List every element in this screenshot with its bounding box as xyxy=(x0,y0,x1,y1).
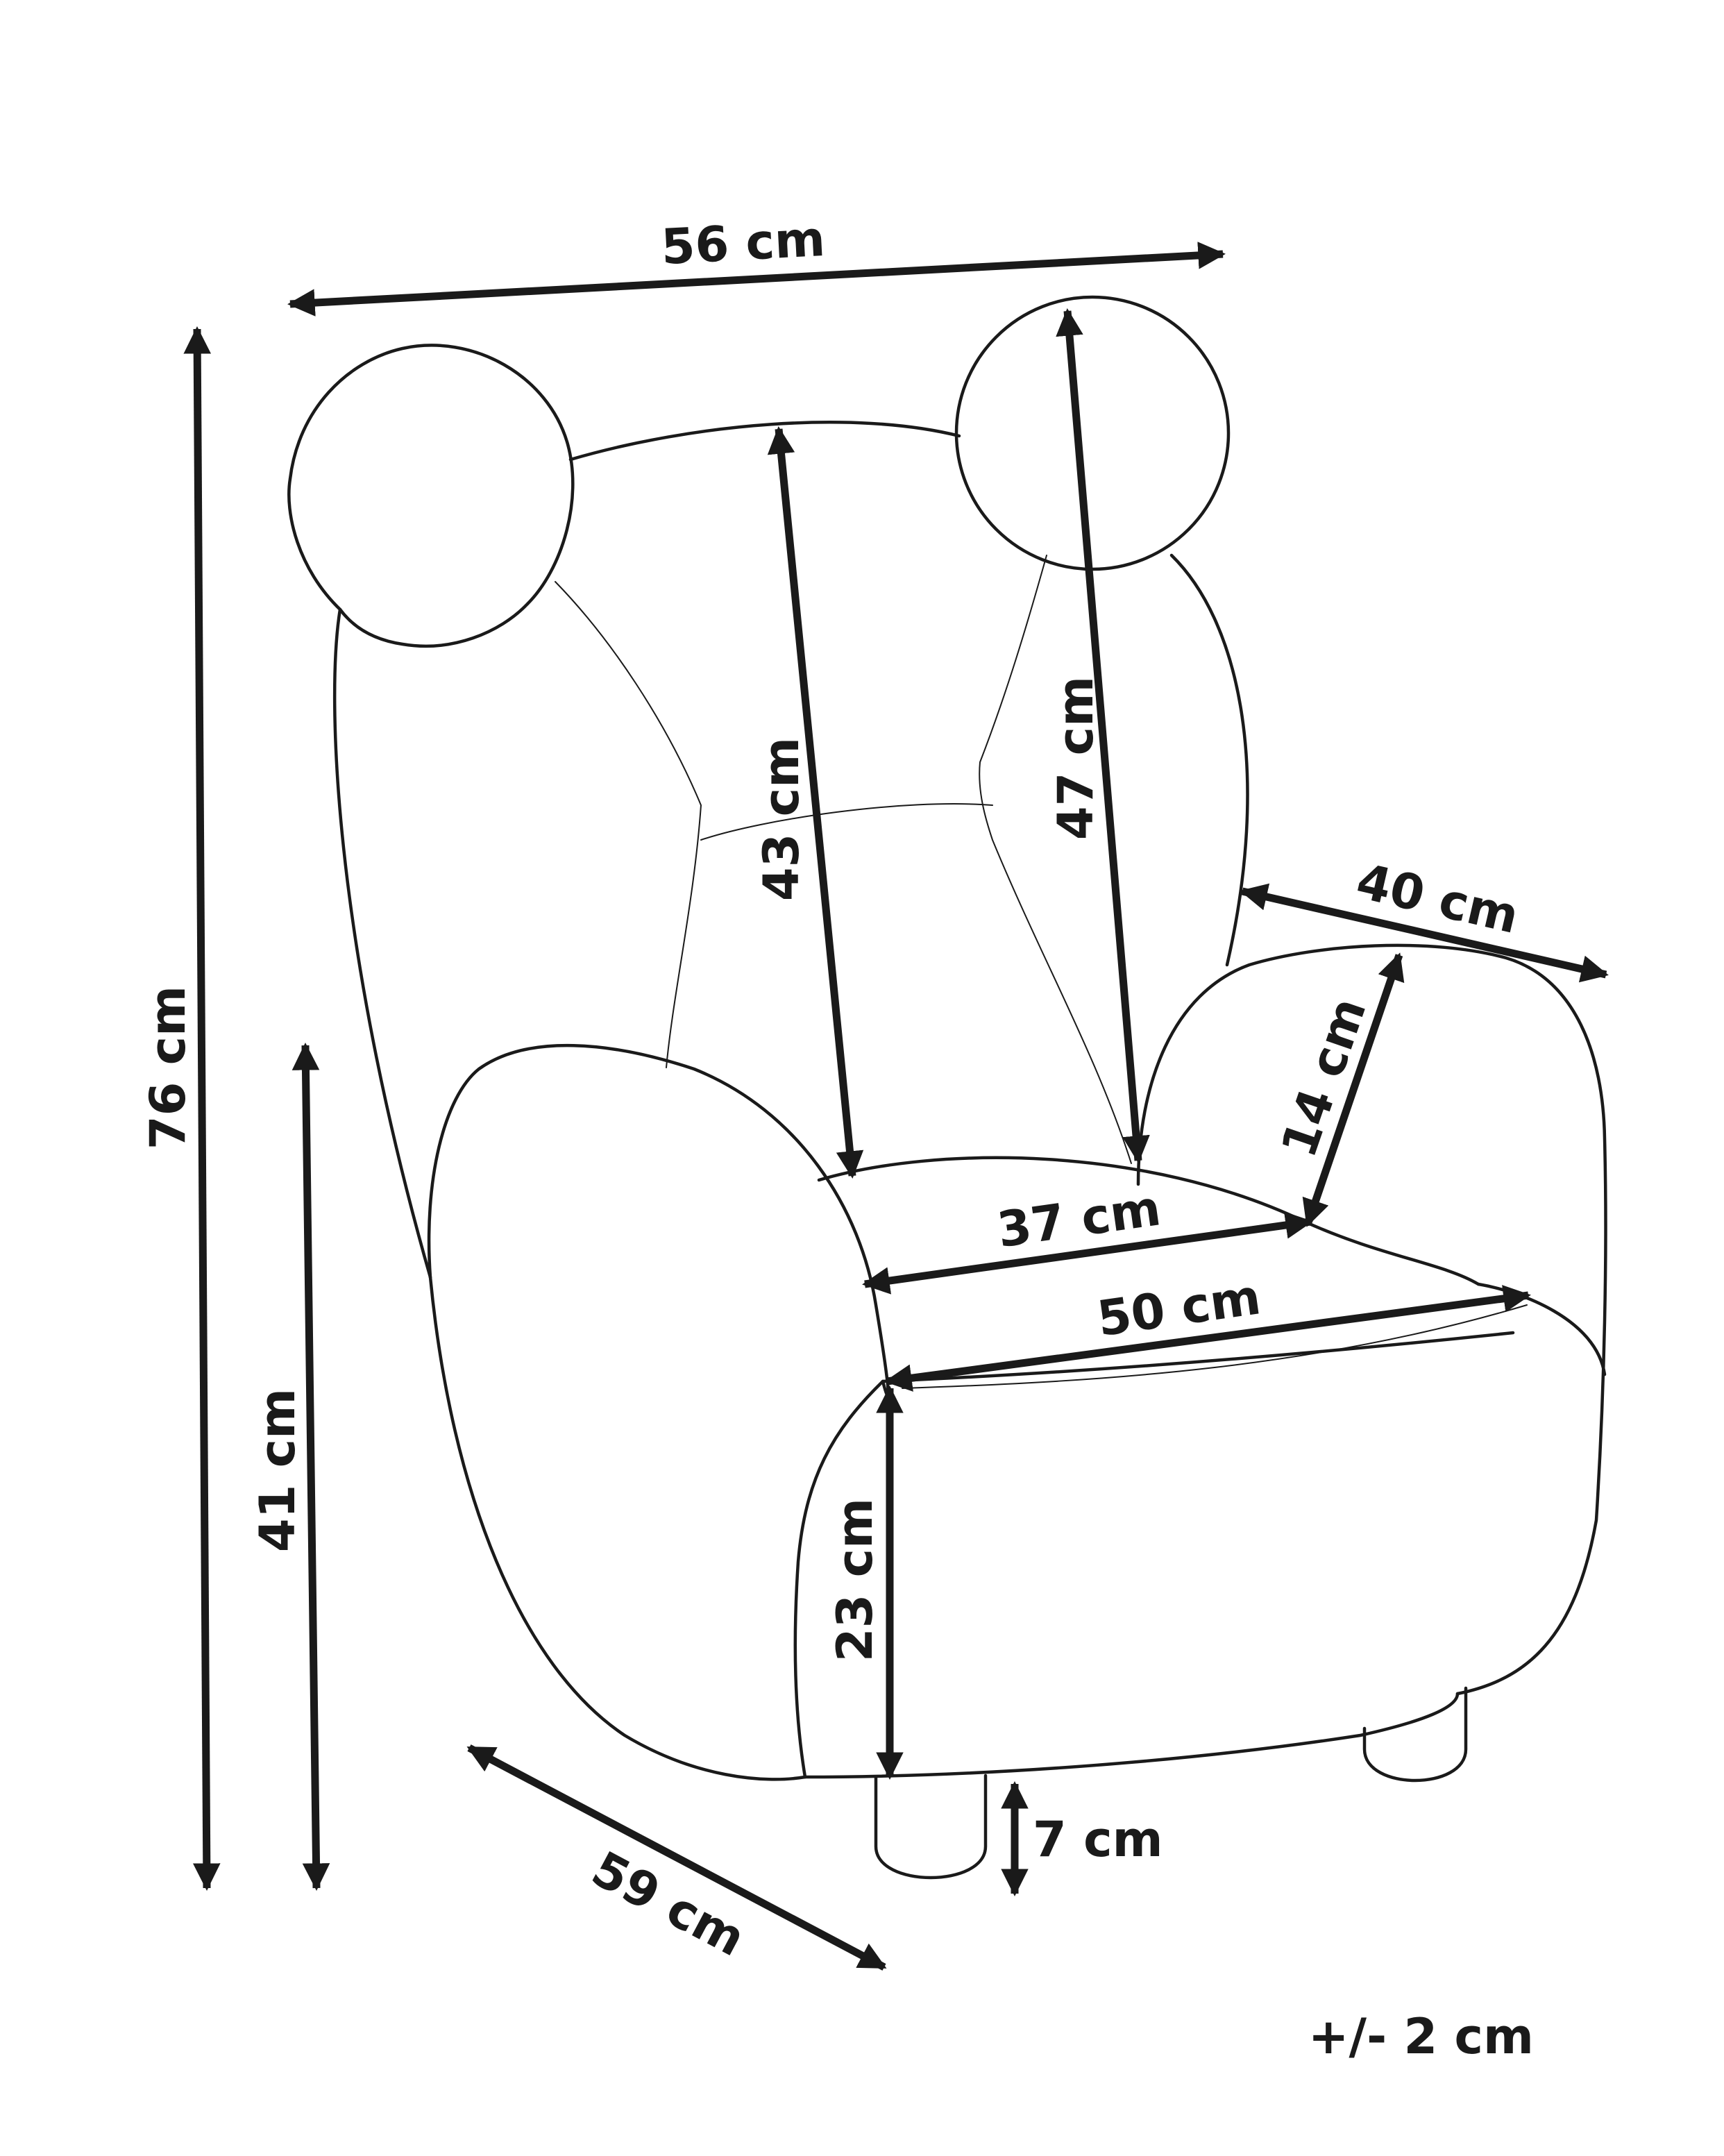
label-backrest-height-ears: 47 cm xyxy=(1047,676,1104,840)
front-leg xyxy=(874,1774,988,1880)
label-depth: 59 cm xyxy=(583,1840,754,1967)
dim-arrow-backrest-height-ears xyxy=(1056,308,1150,1163)
label-seat-height: 41 cm xyxy=(249,1388,306,1552)
back-leg xyxy=(1362,1686,1468,1783)
armchair-drawing xyxy=(287,295,1607,1880)
backrest-right-edge xyxy=(1169,553,1249,967)
dim-arrow-seat-width-front xyxy=(884,1285,1531,1392)
dim-arrow-backrest-height xyxy=(767,426,864,1179)
dim-arrow-seat-height xyxy=(291,1043,330,1891)
dim-arrow-seat-width-back xyxy=(862,1211,1313,1295)
tolerance-note: +/- 2 cm xyxy=(1308,2008,1534,2065)
back-cushion-seam-right xyxy=(979,555,1132,1164)
label-seat-cushion-height: 23 cm xyxy=(827,1498,884,1662)
label-armrest-depth: 40 cm xyxy=(1351,852,1524,945)
dim-arrow-armrest-height xyxy=(1302,952,1405,1227)
base-edge xyxy=(803,1692,1460,1779)
backrest-outline xyxy=(332,607,432,1279)
back-cushion-top-seam xyxy=(700,803,993,841)
back-cushion-seam xyxy=(555,581,702,1068)
right-armrest xyxy=(1136,943,1607,1696)
seat-back-edge xyxy=(817,1156,1480,1286)
right-ear-bolster xyxy=(954,295,1231,571)
left-armrest xyxy=(427,1043,890,1398)
label-leg-height: 7 cm xyxy=(1033,1811,1163,1868)
seat-front-face xyxy=(793,1379,885,1779)
dimension-lines xyxy=(183,242,1609,1971)
label-backrest-height: 43 cm xyxy=(753,737,810,901)
dim-arrow-width-top xyxy=(287,242,1226,317)
dimension-labels: 56 cm 76 cm 41 cm 43 cm 47 cm 40 cm 14 c… xyxy=(140,210,1524,1968)
dim-arrow-height-total xyxy=(183,326,221,1891)
left-armrest-body xyxy=(428,1275,807,1781)
dim-arrow-depth xyxy=(466,1744,887,1971)
left-ear-bolster xyxy=(287,344,575,648)
label-width-top: 56 cm xyxy=(660,210,827,276)
dim-arrow-armrest-depth xyxy=(1240,883,1609,983)
backrest-top-edge xyxy=(568,421,961,462)
label-height-total: 76 cm xyxy=(140,986,196,1149)
